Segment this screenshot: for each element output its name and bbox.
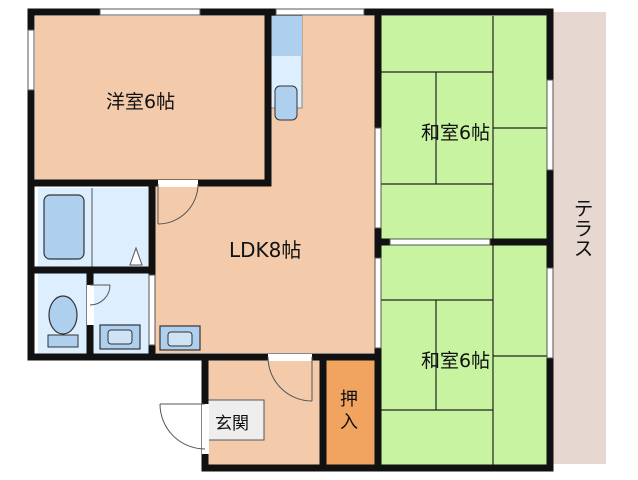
toilet-icon bbox=[48, 295, 78, 335]
western-room-floor bbox=[35, 16, 265, 181]
terrace-area bbox=[553, 12, 606, 464]
closet-label-2: 入 bbox=[340, 412, 358, 433]
closet-floor bbox=[325, 357, 377, 465]
bathtub-icon bbox=[43, 194, 85, 260]
door-swing-icon bbox=[87, 180, 313, 454]
entrance-label: 玄関 bbox=[215, 414, 249, 434]
kitchen-upper-cabinet bbox=[268, 16, 302, 56]
japanese-room-bottom-label: 和室6帖 bbox=[421, 350, 491, 372]
terrace-label: テラス bbox=[570, 198, 594, 258]
kitchen-sink-icon bbox=[274, 85, 298, 121]
ldk-label: LDK8帖 bbox=[229, 238, 302, 262]
entrance-genkan-box bbox=[207, 399, 265, 441]
tatami-lines-bottom bbox=[380, 244, 547, 466]
washer-mark bbox=[129, 246, 143, 266]
japanese-room-top-label: 和室6帖 bbox=[421, 122, 491, 144]
western-room-label: 洋室6帖 bbox=[106, 91, 176, 113]
japanese-room-bottom-floor bbox=[380, 244, 547, 466]
toilet-tank bbox=[47, 334, 79, 348]
window-icon bbox=[27, 8, 554, 359]
closet-label-1: 押 bbox=[340, 389, 358, 410]
ldk-floor bbox=[155, 185, 377, 353]
tatami-lines-top bbox=[380, 16, 547, 240]
